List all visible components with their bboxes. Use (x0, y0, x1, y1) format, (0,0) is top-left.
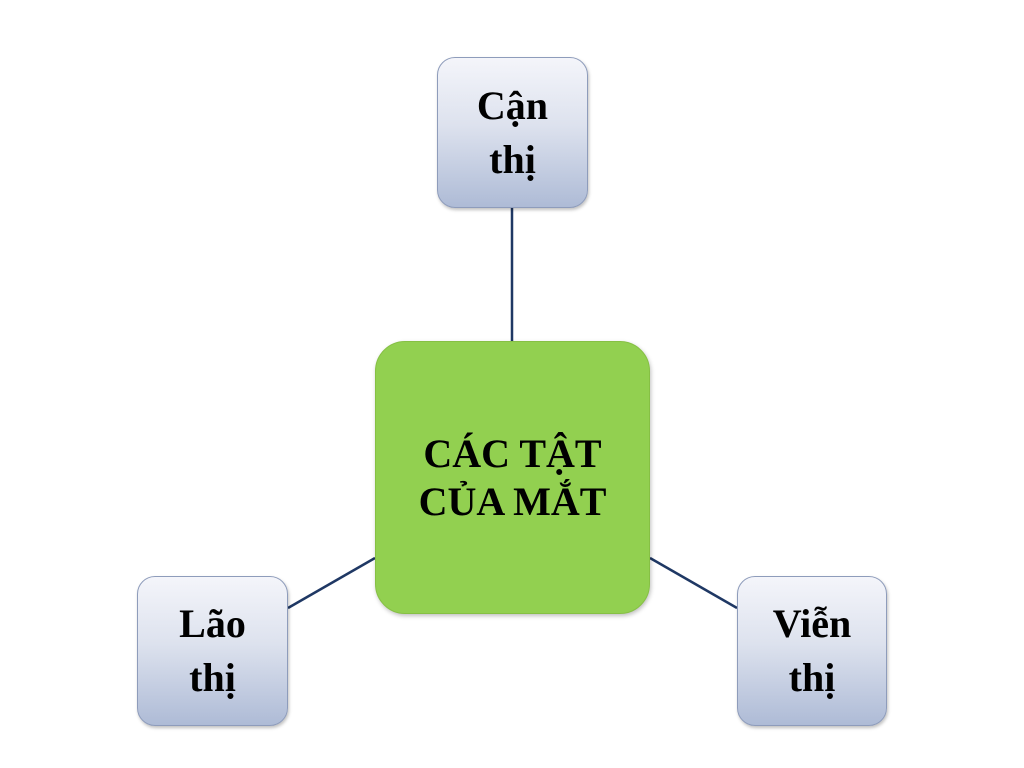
node-vien-thi: Viễn thị (737, 576, 887, 726)
center-node: CÁC TẬT CỦA MẮT (375, 341, 650, 614)
node-lao-thi: Lão thị (137, 576, 288, 726)
connector-right (649, 556, 738, 610)
node-label: Viễn thị (772, 601, 852, 700)
node-label: Cận thị (476, 82, 549, 182)
node-can-thi: Cận thị (437, 57, 588, 208)
connector-left (287, 556, 376, 610)
center-label: CÁC TẬT CỦA MẮT (418, 430, 607, 524)
node-label: Lão thị (179, 601, 246, 700)
